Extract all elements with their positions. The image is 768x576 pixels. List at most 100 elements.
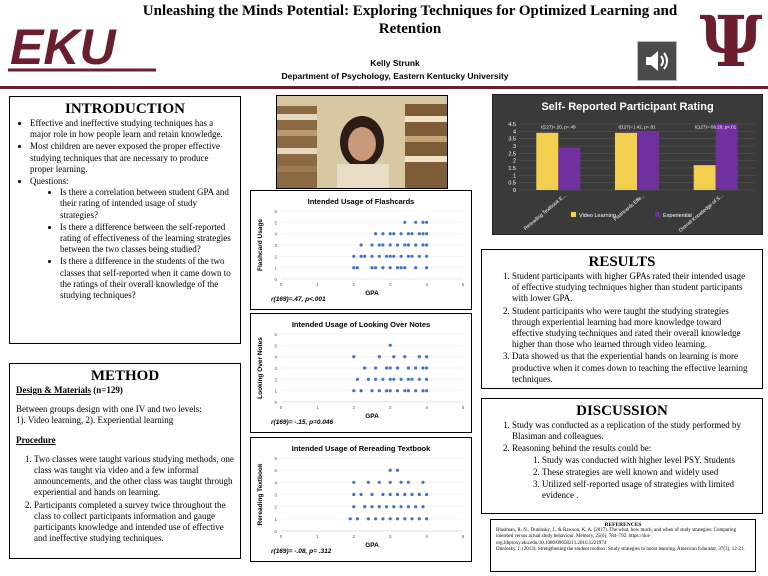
scatter-point bbox=[370, 254, 374, 258]
question-item: Is there a correlation between student G… bbox=[60, 187, 234, 221]
scatter-point bbox=[352, 492, 356, 497]
y-tick-label: 2 bbox=[274, 505, 277, 510]
scatter-point bbox=[425, 355, 429, 359]
result-item: Student participants with higher GPAs ra… bbox=[512, 271, 754, 305]
scatter-point bbox=[395, 468, 400, 472]
psi-symbol: Ψ bbox=[700, 4, 762, 80]
scatter-point bbox=[421, 480, 425, 484]
scatter-point bbox=[414, 505, 418, 509]
x-tick-label: 3 bbox=[389, 405, 392, 410]
scatter-point bbox=[395, 243, 400, 247]
references-section: REFERENCES Blasiman, R. N., Dunlosky, J.… bbox=[490, 519, 756, 572]
y-tick-label: 2 bbox=[274, 377, 277, 382]
scatter-point bbox=[377, 505, 381, 509]
x-tick-label: 5 bbox=[462, 282, 465, 287]
chart-title: Intended Usage of Flashcards bbox=[307, 197, 415, 206]
scatter-point bbox=[366, 377, 370, 381]
y-tick-label: 3 bbox=[513, 144, 516, 150]
scatter-point bbox=[374, 517, 378, 521]
y-tick-label: 2 bbox=[274, 254, 277, 259]
scatter-point bbox=[377, 480, 381, 484]
x-tick-label: 2 bbox=[353, 282, 356, 287]
bar bbox=[558, 147, 581, 190]
questions-list: Is there a correlation between student G… bbox=[30, 187, 234, 301]
y-tick-label: 3 bbox=[274, 243, 277, 248]
scatter-point bbox=[392, 505, 396, 509]
scatter-point bbox=[414, 366, 418, 370]
speaker-icon[interactable] bbox=[637, 41, 677, 81]
scatter-point bbox=[403, 355, 407, 359]
x-tick-label: 5 bbox=[462, 405, 465, 410]
scatter-point bbox=[381, 492, 385, 497]
scatter-point bbox=[392, 355, 396, 359]
scatter-point bbox=[406, 254, 410, 258]
header-divider bbox=[0, 86, 768, 89]
procedure-step: Participants completed a survey twice th… bbox=[34, 500, 234, 545]
scatter-point bbox=[385, 366, 389, 370]
scatter-point bbox=[385, 254, 389, 258]
discussion-item: Reasoning behind the results could be: S… bbox=[512, 443, 754, 501]
intro-bullet: Most children are never exposed the prop… bbox=[30, 141, 234, 175]
introduction-heading: INTRODUCTION bbox=[64, 101, 185, 117]
y-tick-label: 6 bbox=[274, 456, 277, 461]
scatter-point bbox=[417, 377, 421, 381]
scatter-point bbox=[425, 492, 429, 497]
scatter-point bbox=[410, 517, 414, 521]
legend-swatch bbox=[655, 212, 660, 217]
design-text: Between groups design with one IV and tw… bbox=[16, 404, 202, 415]
discussion-item: Study was conducted as a replication of … bbox=[512, 420, 754, 442]
scatter-point bbox=[363, 254, 367, 258]
x-tick-label: 1 bbox=[316, 405, 319, 410]
x-tick-label: 3 bbox=[389, 534, 392, 539]
discussion-section: DISCUSSION Study was conducted as a repl… bbox=[481, 398, 763, 514]
scatter-point bbox=[406, 377, 410, 381]
discussion-heading: DISCUSSION bbox=[576, 403, 668, 419]
scatter-point bbox=[348, 517, 352, 521]
y-tick-label: 3.5 bbox=[508, 137, 516, 143]
result-item: Data showed us that the experiential han… bbox=[512, 351, 754, 385]
y-tick-label: 2.5 bbox=[508, 151, 516, 157]
department-name: Department of Psychology, Eastern Kentuc… bbox=[281, 71, 509, 81]
scatter-point bbox=[425, 232, 429, 236]
bar bbox=[637, 131, 659, 190]
scatter-point bbox=[421, 220, 425, 224]
x-tick-label: 4 bbox=[425, 282, 428, 287]
question-item: Is there a difference in the students of… bbox=[60, 256, 234, 301]
bar bbox=[693, 165, 716, 190]
scatter-point bbox=[421, 232, 425, 236]
scatter-point bbox=[374, 377, 378, 381]
x-tick-label: 0 bbox=[280, 282, 283, 287]
scatter-point bbox=[363, 366, 367, 370]
result-item: Student participants who were taught the… bbox=[512, 306, 754, 351]
scatter-point bbox=[403, 389, 407, 393]
scatter-point bbox=[366, 480, 370, 484]
x-axis-label: GPA bbox=[365, 413, 379, 420]
category-label: Flashcards Effe... bbox=[613, 193, 647, 223]
scatter-point bbox=[359, 389, 363, 393]
scatter-point bbox=[355, 517, 359, 521]
y-axis-label: Flashcard Usage bbox=[257, 219, 264, 271]
scatter-point bbox=[381, 517, 385, 521]
scatter-point bbox=[385, 389, 389, 393]
reasoning-label: Reasoning behind the results could be: bbox=[512, 443, 652, 454]
scatter-point bbox=[406, 389, 410, 393]
scatter-point bbox=[374, 366, 378, 370]
scatter-point bbox=[352, 480, 356, 484]
scatter-point bbox=[417, 517, 421, 521]
scatter-point bbox=[406, 243, 410, 247]
scatter-point bbox=[414, 266, 418, 270]
y-tick-label: 2 bbox=[513, 159, 516, 165]
scatter-point bbox=[403, 220, 407, 224]
results-heading: RESULTS bbox=[588, 254, 656, 270]
design-line: Design & Materials (n=129) bbox=[16, 385, 234, 396]
scatter-point bbox=[399, 377, 403, 381]
scatter-point bbox=[377, 254, 381, 258]
procedure-list: Two classes were taught various studying… bbox=[16, 454, 234, 545]
introduction-list: Effective and ineffective studying techn… bbox=[16, 118, 234, 301]
scatter-point bbox=[410, 492, 414, 497]
scatter-point bbox=[425, 220, 429, 224]
legend-label: Experiential bbox=[663, 213, 692, 219]
scatter-point bbox=[352, 254, 356, 258]
